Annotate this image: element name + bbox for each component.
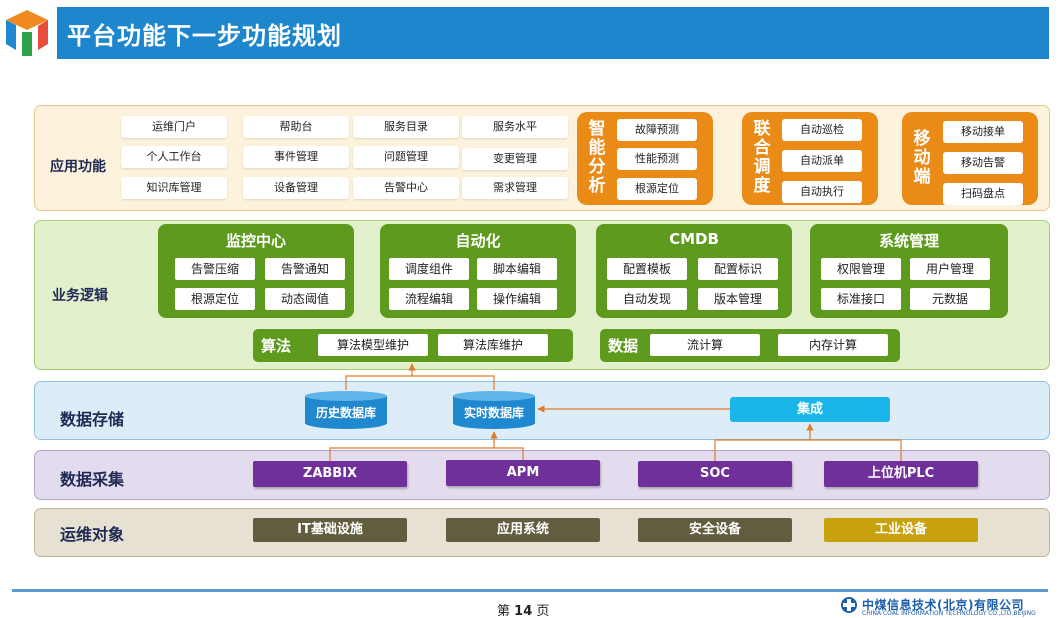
ops-security-devices[interactable]: 安全设备 xyxy=(638,518,792,542)
module-item[interactable]: 权限管理 xyxy=(821,258,901,280)
app-item[interactable]: 个人工作台 xyxy=(121,146,227,168)
collector-soc[interactable]: SOC xyxy=(638,461,792,487)
company-logo xyxy=(2,6,52,58)
layer-label-storage: 数据存储 xyxy=(60,410,125,429)
panel-title: 智能分析 xyxy=(588,119,606,196)
collector-zabbix[interactable]: ZABBIX xyxy=(253,461,407,487)
module-system-management: 系统管理 权限管理 用户管理 标准接口 元数据 xyxy=(810,224,1008,318)
app-item[interactable]: 问题管理 xyxy=(353,146,459,168)
integration-box[interactable]: 集成 xyxy=(730,397,890,422)
app-item[interactable]: 帮助台 xyxy=(243,116,349,138)
ops-industrial-devices[interactable]: 工业设备 xyxy=(824,518,978,542)
collector-apm[interactable]: APM xyxy=(446,460,600,486)
history-database[interactable]: 历史数据库 xyxy=(304,390,388,430)
layer-label-ops: 运维对象 xyxy=(60,525,125,544)
panel-item[interactable]: 移动接单 xyxy=(943,121,1023,143)
panel-item[interactable]: 故障预测 xyxy=(617,119,697,141)
module-item[interactable]: 调度组件 xyxy=(389,258,469,280)
module-item[interactable]: 自动发现 xyxy=(607,288,687,310)
page-number: 第 14 页 xyxy=(497,604,550,618)
footer-divider xyxy=(12,589,1048,592)
bar-data: 数据 流计算 内存计算 xyxy=(600,329,900,362)
title-bar: 平台功能下一步功能规划 xyxy=(57,7,1049,59)
module-item[interactable]: 脚本编辑 xyxy=(477,258,557,280)
panel-intelligent-analysis: 智能分析 故障预测 性能预测 根源定位 xyxy=(577,112,713,205)
panel-mobile: 移动端 移动接单 移动告警 扫码盘点 xyxy=(902,112,1038,205)
bar-title: 数据 xyxy=(608,337,639,355)
module-title: 系统管理 xyxy=(878,232,939,250)
realtime-database-label: 实时数据库 xyxy=(463,406,524,420)
module-title: 自动化 xyxy=(455,232,501,250)
module-item[interactable]: 根源定位 xyxy=(175,288,255,310)
panel-item[interactable]: 扫码盘点 xyxy=(943,183,1023,205)
panel-item[interactable]: 移动告警 xyxy=(943,152,1023,174)
bar-item[interactable]: 内存计算 xyxy=(778,334,888,356)
module-item[interactable]: 配置模板 xyxy=(607,258,687,280)
module-item[interactable]: 告警压缩 xyxy=(175,258,255,280)
bar-item[interactable]: 流计算 xyxy=(650,334,760,356)
module-item[interactable]: 配置标识 xyxy=(698,258,778,280)
panel-joint-dispatch: 联合调度 自动巡检 自动派单 自动执行 xyxy=(742,112,878,205)
layer-label-application: 应用功能 xyxy=(50,159,106,175)
panel-item[interactable]: 性能预测 xyxy=(617,148,697,170)
ops-it-infrastructure[interactable]: IT基础设施 xyxy=(253,518,407,542)
module-cmdb: CMDB 配置模板 配置标识 自动发现 版本管理 xyxy=(596,224,792,318)
realtime-database[interactable]: 实时数据库 xyxy=(452,390,536,430)
module-item[interactable]: 流程编辑 xyxy=(389,288,469,310)
panel-item[interactable]: 根源定位 xyxy=(617,178,697,200)
bar-item[interactable]: 算法库维护 xyxy=(438,334,548,356)
app-item[interactable]: 服务水平 xyxy=(462,116,568,138)
app-item[interactable]: 事件管理 xyxy=(243,146,349,168)
collector-plc[interactable]: 上位机PLC xyxy=(824,461,978,487)
module-item[interactable]: 用户管理 xyxy=(910,258,990,280)
bar-title: 算法 xyxy=(261,337,292,355)
layer-data-storage xyxy=(34,381,1050,440)
bar-item[interactable]: 算法模型维护 xyxy=(318,334,428,356)
module-item[interactable]: 元数据 xyxy=(910,288,990,310)
history-database-label: 历史数据库 xyxy=(315,406,376,420)
layer-label-collection: 数据采集 xyxy=(60,470,125,489)
bar-algorithm: 算法 算法模型维护 算法库维护 xyxy=(253,329,573,362)
module-item[interactable]: 告警通知 xyxy=(265,258,345,280)
app-item[interactable]: 变更管理 xyxy=(462,148,568,170)
app-item[interactable]: 知识库管理 xyxy=(121,177,227,199)
app-item[interactable]: 服务目录 xyxy=(353,116,459,138)
app-item[interactable]: 运维门户 xyxy=(121,116,227,138)
module-item[interactable]: 版本管理 xyxy=(698,288,778,310)
module-monitoring-center: 监控中心 告警压缩 告警通知 根源定位 动态阈值 xyxy=(158,224,354,318)
module-item[interactable]: 标准接口 xyxy=(821,288,901,310)
layer-label-business: 业务逻辑 xyxy=(52,288,108,304)
app-item[interactable]: 告警中心 xyxy=(353,177,459,199)
module-item[interactable]: 操作编辑 xyxy=(477,288,557,310)
company-name-en: CHINA COAL INFORMATION TECHNOLOGY CO.,LT… xyxy=(862,610,1036,617)
page-title: 平台功能下一步功能规划 xyxy=(67,22,342,50)
panel-item[interactable]: 自动巡检 xyxy=(782,119,862,141)
app-item[interactable]: 需求管理 xyxy=(462,177,568,199)
module-item[interactable]: 动态阈值 xyxy=(265,288,345,310)
app-item[interactable]: 设备管理 xyxy=(243,177,349,199)
company-name-cn: 中煤信息技术(北京)有限公司 xyxy=(862,598,1024,612)
company-emblem-icon xyxy=(840,596,858,614)
panel-title: 联合调度 xyxy=(753,119,771,196)
panel-title: 移动端 xyxy=(913,129,931,187)
panel-item[interactable]: 自动派单 xyxy=(782,150,862,172)
module-automation: 自动化 调度组件 脚本编辑 流程编辑 操作编辑 xyxy=(380,224,576,318)
page-number-value: 14 xyxy=(514,604,533,618)
panel-item[interactable]: 自动执行 xyxy=(782,181,862,203)
module-title: 监控中心 xyxy=(225,232,286,250)
ops-application-systems[interactable]: 应用系统 xyxy=(446,518,600,542)
module-title: CMDB xyxy=(669,230,719,248)
